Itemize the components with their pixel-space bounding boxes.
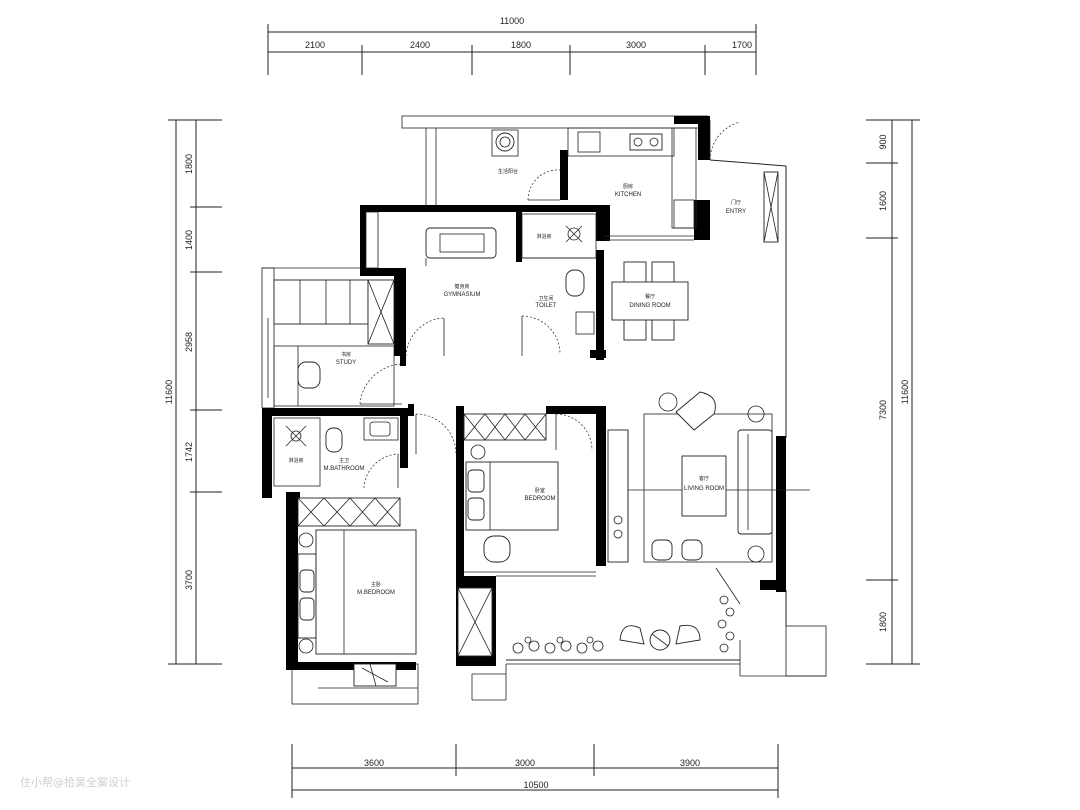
entry-label-en: ENTRY bbox=[726, 209, 746, 215]
entry: 门厅 ENTRY bbox=[709, 120, 779, 243]
right-total-b: 11600 bbox=[900, 380, 910, 404]
kitchen-label-en: KITCHEN bbox=[615, 192, 641, 198]
right-dimensions: 900 1600 7300 1800 11600 bbox=[866, 119, 920, 665]
gym-label-cn: 健身房 bbox=[454, 283, 469, 290]
left-dim-4: 1742 bbox=[184, 442, 194, 462]
top-dim-1: 2100 bbox=[305, 40, 325, 50]
gym-label-en: GYMNASIUM bbox=[443, 292, 480, 298]
bed-label-cn: 卧室 bbox=[535, 487, 545, 494]
left-dim-3: 2958 bbox=[184, 332, 194, 352]
toilet-label-cn: 卫生间 bbox=[538, 295, 553, 302]
bottom-dimensions: 3600 3000 3900 10500 bbox=[291, 744, 779, 798]
service-balcony: 生活阳台 bbox=[491, 129, 561, 201]
bottom-dim-1: 3600 bbox=[364, 758, 384, 768]
balcony bbox=[512, 595, 735, 654]
top-dim-2: 2400 bbox=[410, 40, 430, 50]
dining-label-en: DINING ROOM bbox=[629, 303, 670, 309]
top-dim-4: 3000 bbox=[626, 40, 646, 50]
shower-b-label: 淋浴房 bbox=[288, 457, 303, 464]
study-label-cn: 书房 bbox=[341, 351, 351, 358]
top-dim-3: 1800 bbox=[511, 40, 531, 50]
shower-a-label: 淋浴房 bbox=[536, 233, 551, 240]
bedroom: 卧室 BEDROOM bbox=[415, 413, 596, 657]
living-label-cn: 客厅 bbox=[699, 475, 709, 482]
bottom-dim-2: 3000 bbox=[515, 758, 535, 768]
watermark: 住小帮@拾昊全案设计 bbox=[20, 775, 130, 789]
right-dim-1: 900 bbox=[878, 134, 888, 149]
master-bathroom: 淋浴房 主卫 M.BATHROOM bbox=[273, 417, 399, 489]
study-label-en: STUDY bbox=[336, 360, 356, 366]
study: 书房 STUDY bbox=[273, 279, 403, 407]
m-bed-label-cn: 主卧 bbox=[371, 581, 381, 588]
dining-label-cn: 餐厅 bbox=[645, 293, 655, 300]
right-total-a: 7300 bbox=[878, 400, 888, 420]
m-bath-label-en: M.BATHROOM bbox=[324, 466, 365, 472]
bottom-dim-3: 3900 bbox=[680, 758, 700, 768]
right-dim-3: 1800 bbox=[878, 612, 888, 632]
m-bath-label-cn: 主卫 bbox=[339, 457, 349, 464]
master-bedroom: 主卧 M.BEDROOM bbox=[297, 497, 417, 687]
toilet: 淋浴房 卫生间 TOILET bbox=[521, 213, 597, 356]
service-balcony-label: 生活阳台 bbox=[498, 168, 518, 175]
left-dim-2: 1400 bbox=[184, 230, 194, 250]
left-dimensions: 11600 1800 1400 2958 1742 3700 bbox=[164, 119, 222, 665]
kitchen: 厨房 KITCHEN bbox=[567, 127, 697, 241]
bottom-total-dim: 10500 bbox=[523, 780, 548, 790]
top-dim-5: 1700 bbox=[732, 40, 752, 50]
right-dim-2: 1600 bbox=[878, 191, 888, 211]
left-dim-5: 3700 bbox=[184, 570, 194, 590]
kitchen-label-cn: 厨房 bbox=[623, 183, 633, 190]
living-room: 客厅 LIVING ROOM bbox=[607, 391, 810, 605]
toilet-label-en: TOILET bbox=[536, 303, 557, 309]
gymnasium: 健身房 GYMNASIUM bbox=[365, 211, 497, 357]
top-dimensions: 11000 2100 2400 1800 3000 1700 bbox=[267, 16, 757, 75]
bed-label-en: BEDROOM bbox=[524, 496, 555, 502]
dining: 餐厅 DINING ROOM bbox=[611, 261, 689, 341]
living-label-en: LIVING ROOM bbox=[684, 486, 724, 492]
left-dim-1: 1800 bbox=[184, 154, 194, 174]
entry-label-cn: 门厅 bbox=[731, 199, 741, 206]
m-bed-label-en: M.BEDROOM bbox=[357, 590, 395, 596]
left-total-dim: 11600 bbox=[164, 380, 174, 404]
top-total-dim: 11000 bbox=[500, 16, 524, 26]
